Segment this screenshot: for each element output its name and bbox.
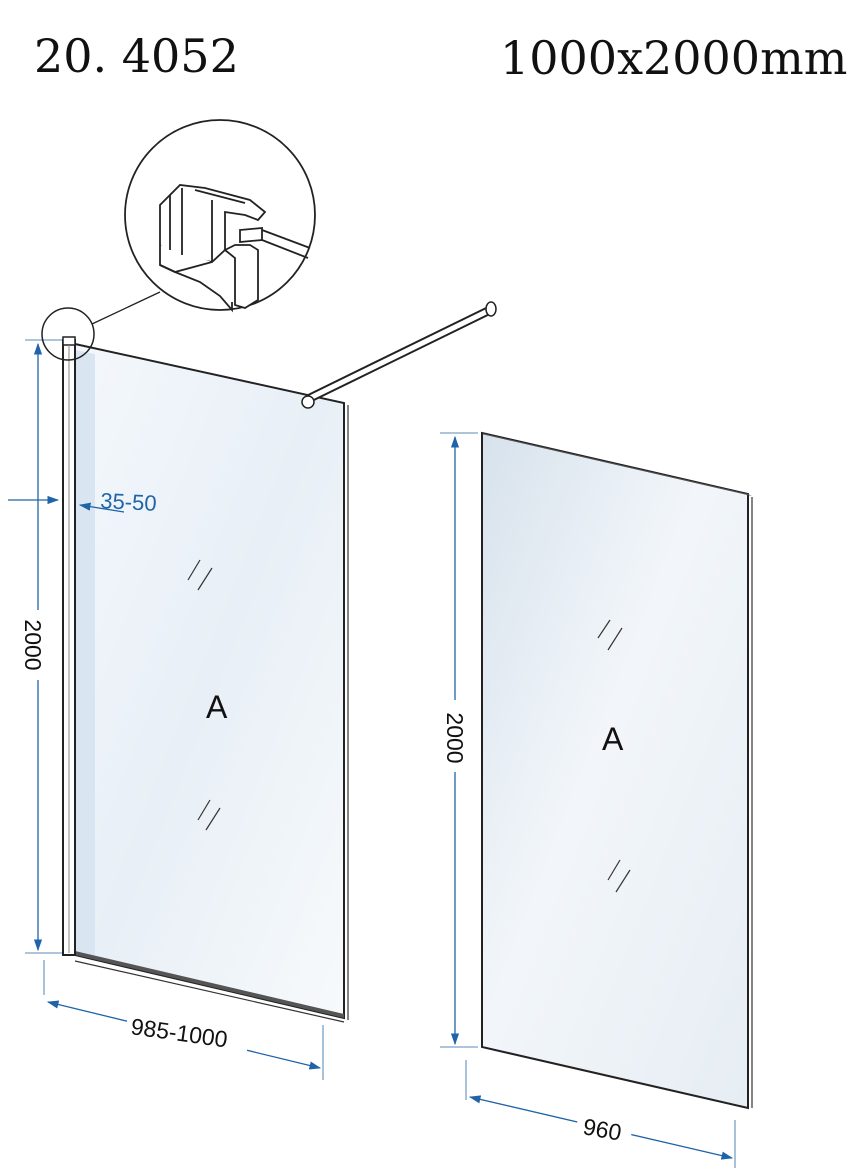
- model-number: 20. 4052: [34, 29, 239, 83]
- glass-etch-mark: [597, 619, 631, 893]
- right-glass-panel: [481, 431, 753, 1110]
- right-height-dimension: [440, 432, 478, 1048]
- dimensions-title: 1000x2000mm: [500, 31, 847, 85]
- glass-etch-mark: [187, 559, 221, 831]
- right-panel-label: A: [602, 721, 624, 757]
- left-panel-label: A: [206, 689, 228, 725]
- left-height-dimension: [24, 339, 62, 954]
- right-height-label: 2000: [442, 712, 468, 763]
- right-width-dimension: [465, 1060, 736, 1168]
- left-glass-panel: [74, 342, 349, 1023]
- profile-detail-callout: [41, 119, 316, 361]
- wall-profile-dimension: [8, 495, 125, 513]
- wall-profile-label: 35-50: [100, 488, 158, 516]
- wall-profile: [62, 336, 76, 956]
- left-width-dimension: [43, 960, 324, 1080]
- right-width-label: 960: [581, 1113, 623, 1145]
- stabilizer-bar: [301, 301, 497, 409]
- left-width-label: 985-1000: [129, 1013, 229, 1052]
- left-height-label: 2000: [20, 619, 46, 670]
